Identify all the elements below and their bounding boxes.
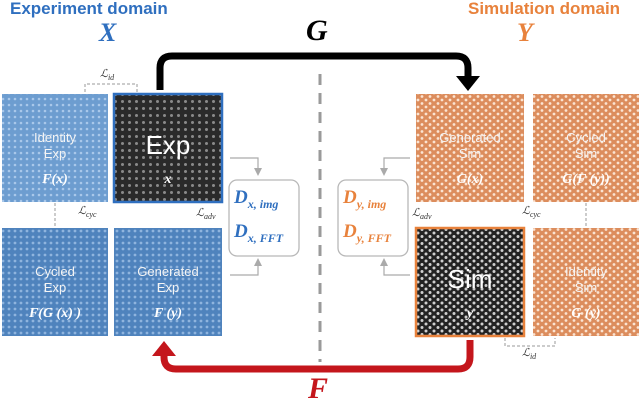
g-arrowhead (456, 76, 480, 91)
cycled-exp-tile: Cycled Exp F(G (x) ) (2, 228, 108, 336)
identity-loss-sim-main: ℒ (522, 347, 530, 359)
dy-connector-top-head (380, 168, 388, 176)
generated-exp-line1: Generated (137, 264, 199, 279)
dx-img-sub: x, img (247, 196, 279, 211)
cycle-loss-sim-sub: cyc (529, 210, 541, 220)
cycled-exp-line2: Exp (43, 280, 67, 295)
generated-sim-line1: Generated (439, 130, 501, 145)
exp-symbol: x (164, 172, 172, 187)
dx-connector-top (230, 157, 259, 168)
discriminator-y-fft: Dy, FFT (343, 220, 391, 250)
cycled-sim-tile: Cycled Sim G(F (y)) (533, 94, 639, 202)
dy-fft-sub: y, FFT (356, 230, 391, 245)
adversarial-loss-y: ℒadv (412, 206, 432, 221)
sim-symbol: y (466, 306, 474, 321)
sim-label: Sim (447, 264, 493, 294)
dx-img-main: D (234, 187, 248, 208)
generated-sim-line2: Sim (458, 146, 482, 161)
cycled-exp-symbol: F(G (x) ) (28, 306, 82, 321)
exp-tile: Exp x (114, 94, 222, 202)
generator-g-label: G (306, 14, 328, 47)
sim-tile: Sim y (416, 228, 524, 336)
sim-texture (416, 228, 524, 336)
dy-img-sub: y, img (356, 196, 387, 211)
cycled-exp-texture (2, 228, 108, 336)
generated-sim-tile: Generated Sim G(x) (416, 94, 524, 202)
cycled-sim-texture (533, 94, 639, 202)
identity-loss-exp: ℒid (100, 67, 114, 82)
id-bracket-exp (84, 83, 138, 92)
generator-f-label: F (308, 372, 329, 405)
identity-exp-line2: Exp (43, 146, 67, 161)
exp-border (112, 92, 224, 204)
sim-border (414, 226, 526, 338)
cycle-loss-exp-sub: cyc (85, 210, 97, 220)
dx-fft-main: D (234, 221, 248, 242)
identity-sim-symbol: G (y) (571, 306, 601, 321)
identity-exp-symbol: F(x) (42, 172, 68, 187)
adversarial-loss-y-sub: adv (419, 212, 432, 222)
experiment-domain-variable: X (99, 18, 117, 47)
f-arrowhead (152, 341, 176, 356)
dx-connector-top-head (254, 168, 262, 176)
simulation-domain-variable: Y (517, 18, 533, 47)
identity-sim-line2: Sim (574, 280, 598, 295)
g-arrow (156, 52, 472, 90)
dy-box (337, 179, 409, 257)
cycled-sim-symbol: G(F (y)) (562, 172, 610, 187)
generated-exp-tile: Generated Exp F (y) (114, 228, 222, 336)
generated-sim-texture (416, 94, 524, 202)
dx-fft-sub: x, FFT (247, 230, 284, 245)
cycle-loss-exp: ℒcyc (78, 204, 97, 219)
adversarial-loss-y-main: ℒ (412, 207, 420, 219)
identity-sim-line1: Identity (565, 264, 607, 279)
exp-label: Exp (145, 130, 191, 160)
identity-exp-line1: Identity (34, 130, 76, 145)
cycle-loss-sim: ℒcyc (522, 204, 541, 219)
identity-sim-texture (533, 228, 639, 336)
experiment-domain-title: Experiment domain (10, 0, 168, 18)
dy-connector-bottom-head (380, 258, 388, 266)
generated-sim-symbol: G(x) (456, 172, 484, 187)
dx-box (228, 179, 300, 257)
identity-loss-exp-sub: id (107, 73, 115, 83)
identity-loss-exp-main: ℒ (100, 68, 108, 80)
cycled-sim-line2: Sim (574, 146, 598, 161)
identity-exp-texture (2, 94, 108, 202)
cycle-loss-sim-main: ℒ (522, 205, 530, 217)
discriminator-x-img: Dx, img (234, 186, 278, 216)
identity-loss-sim-sub: id (529, 352, 537, 362)
adversarial-loss-x-main: ℒ (196, 207, 204, 219)
dy-img-main: D (343, 187, 357, 208)
generated-exp-texture (114, 228, 222, 336)
cycle-loss-exp-main: ℒ (78, 205, 86, 217)
discriminator-x-fft: Dx, FFT (234, 220, 283, 250)
identity-loss-sim: ℒid (522, 346, 536, 361)
dx-connector-bottom (230, 266, 259, 276)
identity-exp-tile: Identity Exp F(x) (2, 94, 108, 202)
simulation-domain-title: Simulation domain (468, 0, 621, 18)
discriminator-y-img: Dy, img (343, 186, 386, 216)
cycled-exp-line1: Cycled (35, 264, 75, 279)
dy-connector-top (383, 157, 410, 168)
adversarial-loss-x: ℒadv (196, 206, 216, 221)
dy-connector-bottom (383, 266, 410, 276)
cycled-sim-line1: Cycled (566, 130, 606, 145)
generated-exp-line2: Exp (156, 280, 180, 295)
exp-texture (114, 94, 222, 202)
generated-exp-symbol: F (y) (153, 306, 183, 321)
id-bracket-sim (504, 338, 556, 347)
dy-fft-main: D (343, 221, 357, 242)
adversarial-loss-x-sub: adv (203, 212, 216, 222)
dx-connector-bottom-head (254, 258, 262, 266)
identity-sim-tile: Identity Sim G (y) (533, 228, 639, 336)
f-arrow (160, 340, 474, 373)
